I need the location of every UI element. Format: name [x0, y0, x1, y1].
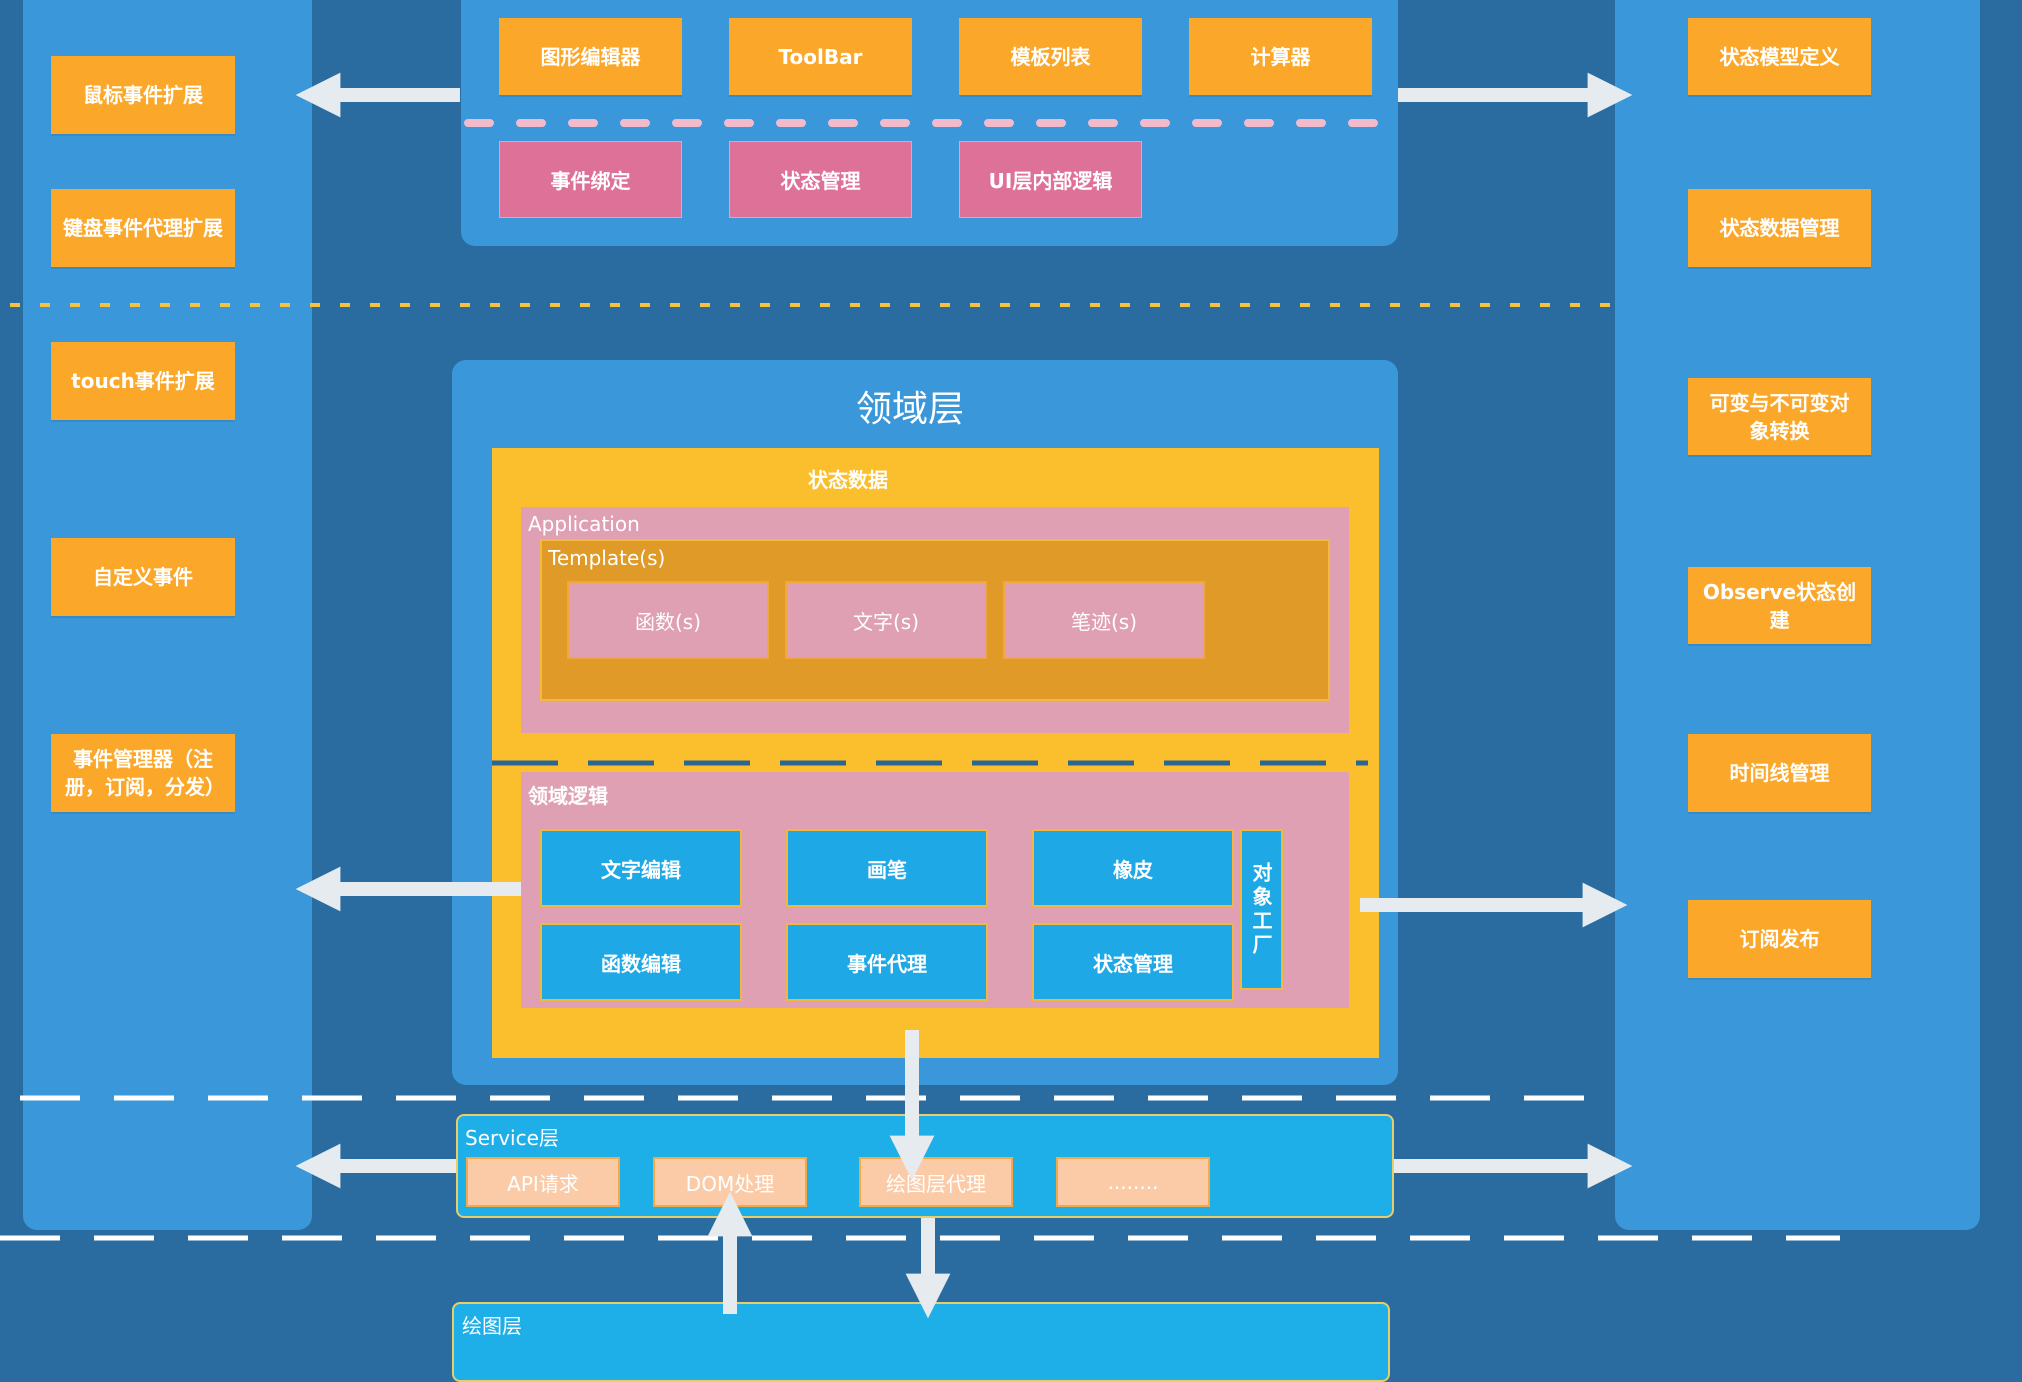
logic-event-proxy: 事件代理 — [786, 923, 988, 1001]
right-item-pubsub: 订阅发布 — [1688, 900, 1871, 978]
logic-function-edit: 函数编辑 — [540, 923, 742, 1001]
template-item-functions: 函数(s) — [567, 581, 769, 659]
right-item-state-model: 状态模型定义 — [1688, 18, 1871, 95]
logic-object-factory: 对象工厂 — [1240, 829, 1283, 990]
ui-toolbar: ToolBar — [729, 18, 912, 95]
logic-text-edit: 文字编辑 — [540, 829, 742, 907]
left-item-custom-event: 自定义事件 — [51, 538, 235, 616]
logic-state-management: 状态管理 — [1032, 923, 1234, 1001]
right-item-state-data: 状态数据管理 — [1688, 189, 1871, 267]
template-item-texts: 文字(s) — [785, 581, 987, 659]
template-label: Template(s) — [548, 546, 666, 570]
ui-internal-logic: UI层内部逻辑 — [959, 141, 1142, 218]
ui-state-management: 状态管理 — [729, 141, 912, 218]
right-item-observe: Observe状态创建 — [1688, 567, 1871, 644]
ui-graph-editor: 图形编辑器 — [499, 18, 682, 95]
right-item-mutable-convert: 可变与不可变对象转换 — [1688, 378, 1871, 455]
application-label: Application — [528, 512, 640, 536]
ui-event-binding: 事件绑定 — [499, 141, 682, 218]
service-drawing-proxy: 绘图层代理 — [859, 1157, 1013, 1207]
service-dom-processing: DOM处理 — [653, 1157, 807, 1207]
domain-logic-label: 领域逻辑 — [528, 784, 608, 808]
left-item-touch-event: touch事件扩展 — [51, 342, 235, 420]
left-item-keyboard-event: 键盘事件代理扩展 — [51, 189, 235, 267]
drawing-layer-label: 绘图层 — [462, 1314, 522, 1338]
ui-calculator: 计算器 — [1189, 18, 1372, 95]
service-api-request: API请求 — [466, 1157, 620, 1207]
left-item-event-manager: 事件管理器（注册，订阅，分发） — [51, 734, 235, 812]
state-data-label: 状态数据 — [808, 468, 888, 492]
service-layer-label: Service层 — [465, 1126, 559, 1150]
left-item-mouse-event: 鼠标事件扩展 — [51, 56, 235, 134]
template-item-strokes: 笔迹(s) — [1003, 581, 1205, 659]
logic-eraser: 橡皮 — [1032, 829, 1234, 907]
drawing-layer-panel — [452, 1302, 1390, 1382]
ui-template-list: 模板列表 — [959, 18, 1142, 95]
domain-layer-title: 领域层 — [855, 389, 964, 430]
service-more: ........ — [1056, 1157, 1210, 1207]
right-item-timeline: 时间线管理 — [1688, 734, 1871, 812]
logic-brush: 画笔 — [786, 829, 988, 907]
